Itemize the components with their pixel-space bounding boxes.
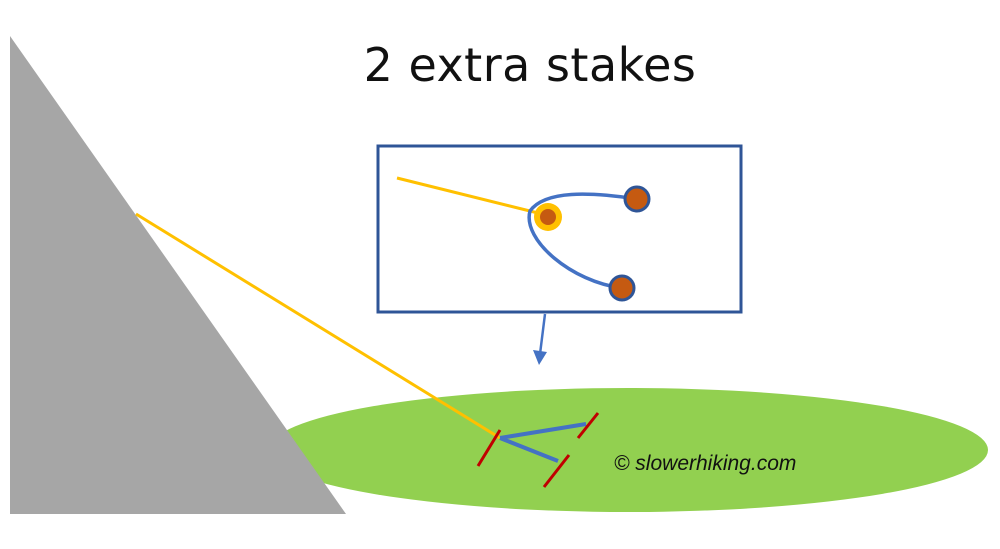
guyline — [135, 212, 501, 440]
diagram-title: 2 extra stakes — [363, 38, 697, 92]
tarp-wall — [10, 36, 346, 514]
inset-bridle-loop — [527, 192, 638, 290]
bridle-line-upper — [499, 422, 587, 440]
inset-stake-head-lower — [608, 274, 636, 302]
ground-ellipse — [268, 388, 988, 512]
stake-extra-lower — [542, 454, 571, 488]
stake-extra-upper — [576, 412, 600, 439]
inset-tie-point-center — [540, 209, 556, 225]
inset-box — [376, 144, 743, 314]
pointer-arrow-shaft — [538, 313, 547, 355]
copyright-credit: © slowerhiking.com — [614, 452, 797, 475]
stake-main — [476, 429, 502, 467]
inset-guyline — [396, 176, 539, 215]
pointer-arrow-head — [533, 350, 547, 365]
bridle-line-lower — [499, 436, 559, 463]
inset-stake-head-upper — [623, 185, 651, 213]
